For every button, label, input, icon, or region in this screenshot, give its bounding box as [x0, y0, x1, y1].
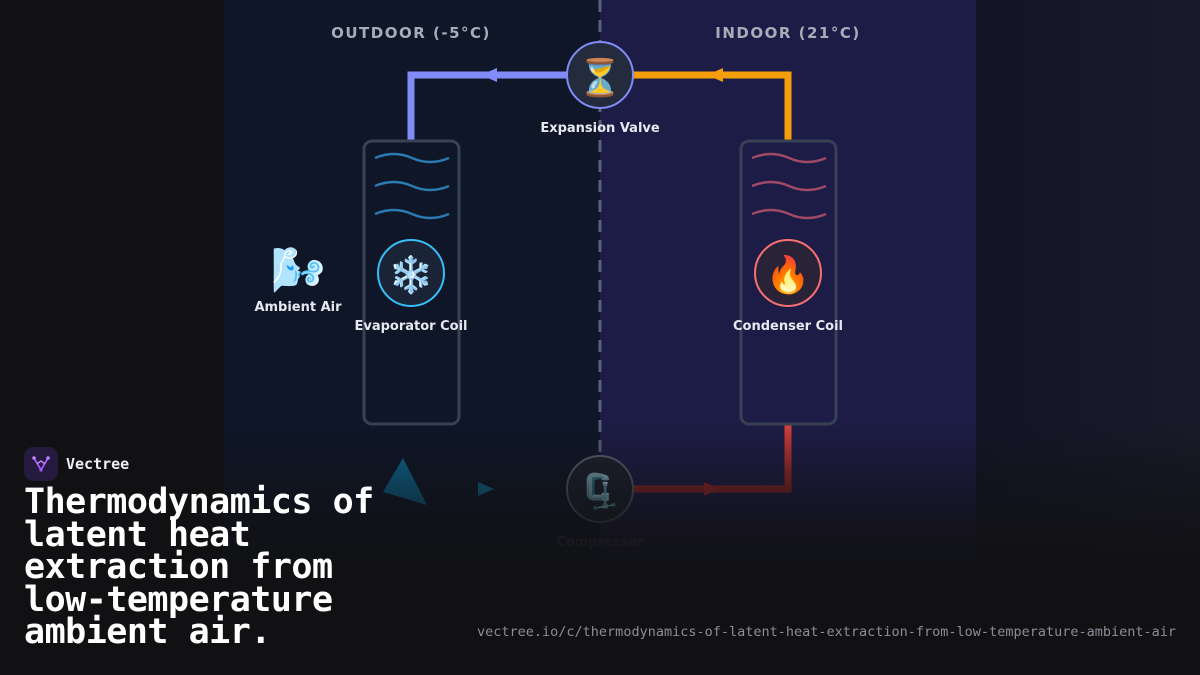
compressor-label: Compressor [556, 535, 644, 550]
snowflake-icon: ❄️ [389, 254, 434, 296]
evaporator-coil-label: Evaporator Coil [354, 319, 467, 334]
expansion-valve-label: Expansion Valve [540, 121, 660, 136]
expansion-valve-node [566, 41, 634, 109]
heat-wave [751, 180, 827, 192]
ambient-air-label: Ambient Air [254, 300, 342, 315]
warm-liquid-pipe [633, 71, 792, 140]
page-title: Thermodynamics of latent heat extraction… [24, 482, 374, 652]
brand: Vectree [24, 447, 129, 481]
evaporator-icon-ring [377, 239, 445, 307]
wind-face-icon: 🌬️ [271, 245, 326, 296]
heat-wave [751, 208, 827, 220]
page-url: vectree.io/c/thermodynamics-of-latent-he… [477, 624, 1176, 640]
vectree-logo-icon [24, 447, 58, 481]
outdoor-zone-label: OUTDOOR (-5°C) [331, 24, 491, 42]
cold-wave [374, 208, 450, 220]
indoor-zone-label: INDOOR (21°C) [715, 24, 860, 42]
fire-icon: 🔥 [766, 254, 811, 296]
condenser-coil-label: Condenser Coil [733, 319, 843, 334]
hourglass-icon: ⏳ [578, 57, 623, 99]
cold-liquid-pipe [407, 71, 567, 140]
flow-arrow-cold [481, 68, 497, 82]
flow-arrow-warm [707, 68, 723, 82]
backdrop-right [976, 0, 1200, 675]
brand-name: Vectree [66, 455, 130, 473]
heat-wave [751, 152, 827, 164]
cold-wave [374, 180, 450, 192]
cold-wave [374, 152, 450, 164]
clamp-icon: 🗜️ [579, 472, 621, 512]
condenser-icon-ring [754, 239, 822, 307]
